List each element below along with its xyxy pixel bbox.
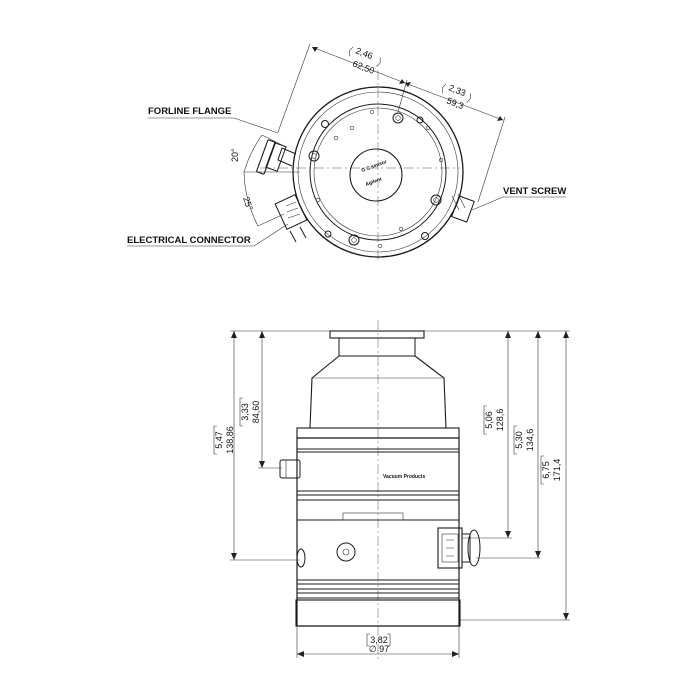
bolt-hole <box>392 112 404 124</box>
pump-base <box>295 599 461 627</box>
inlet-inner-circle <box>313 107 443 237</box>
dia-mm: ∅ 97 <box>369 644 389 654</box>
bolt-holes <box>308 112 442 246</box>
label-electrical-connector: ELECTRICAL CONNECTOR <box>127 235 251 246</box>
dim-top-a-mm: 62,50 <box>351 59 376 76</box>
bolt-hole <box>348 234 360 246</box>
side-electrical-connector <box>437 527 481 569</box>
dim-r1-in: 5,06 <box>484 411 494 429</box>
bolt-hole <box>416 116 424 124</box>
inlet-neck <box>338 337 416 357</box>
callout-connector: ELECTRICAL CONNECTOR <box>127 223 289 247</box>
brand-text: Vacuum Products <box>383 474 425 480</box>
dim-r1-mm: 128,6 <box>495 409 505 432</box>
vent-screw-shape <box>451 193 475 223</box>
label-vent-screw: VENT SCREW <box>503 186 566 197</box>
dim-side-r2: 5,30 134,6 <box>514 331 541 558</box>
side-round-port <box>336 542 356 562</box>
dim-total-mm: 138,86 <box>225 426 235 454</box>
side-view: Vacuum Products <box>213 320 570 660</box>
side-forline-port <box>279 459 301 479</box>
bolt-hole-inner <box>433 197 439 203</box>
callout-vent: VENT SCREW <box>471 186 566 211</box>
dim-upper-mm: 84,60 <box>251 401 261 424</box>
angle-20: 20° <box>230 148 240 162</box>
dim-top-b-mm: 59,3 <box>445 96 465 112</box>
hub-text-brand: Agilent <box>365 176 383 188</box>
inlet-circle <box>309 103 447 241</box>
bolt-hole <box>421 232 429 240</box>
forline-flange-shape <box>256 139 297 175</box>
angle-25: 25° <box>241 196 255 212</box>
dim-side-r1: 5,06 128,6 <box>484 331 511 538</box>
bolt-hole <box>430 194 442 206</box>
dim-r2-mm: 134,6 <box>525 429 535 452</box>
dim-side-diameter: 3,82 ∅ 97 <box>297 633 459 657</box>
dim-r2-in: 5,30 <box>514 431 524 449</box>
side-left-fitting <box>296 548 306 568</box>
dim-r3-mm: 171,4 <box>552 459 562 482</box>
bolt-hole <box>308 150 320 162</box>
dim-upper-in: 3,33 <box>240 403 250 421</box>
bolt-hole-inner <box>395 115 401 121</box>
bolt-hole-inner <box>311 153 317 159</box>
center-hub <box>349 148 403 202</box>
dia-in: 3,82 <box>370 635 388 645</box>
body-slot <box>342 512 404 521</box>
electrical-connector-shape <box>274 193 308 243</box>
dim-side-r3: 6,75 171,4 <box>541 331 569 620</box>
inch-brackets <box>213 397 544 485</box>
bolt-hole-inner <box>351 237 357 243</box>
inlet-flange <box>329 330 425 339</box>
dim-side-total: 5,47 138,86 <box>214 331 237 560</box>
dim-total-in: 5,47 <box>214 431 224 449</box>
dim-side-upper: 3,33 84,60 <box>240 331 265 468</box>
top-view: G C sensor Agilent <box>127 43 566 262</box>
small-holes <box>315 109 444 249</box>
hub-text-sensor: G C sensor <box>361 159 388 174</box>
label-forline-flange: FORLINE FLANGE <box>148 106 231 117</box>
bolt-hole <box>321 120 329 128</box>
angle-dims: 20° 25° <box>230 134 300 227</box>
bolt-hole <box>324 230 332 238</box>
callout-forline: FORLINE FLANGE <box>148 106 279 134</box>
dim-top-b: 2,33 59,3 <box>404 82 506 203</box>
dim-r3-in: 6,75 <box>541 461 551 479</box>
